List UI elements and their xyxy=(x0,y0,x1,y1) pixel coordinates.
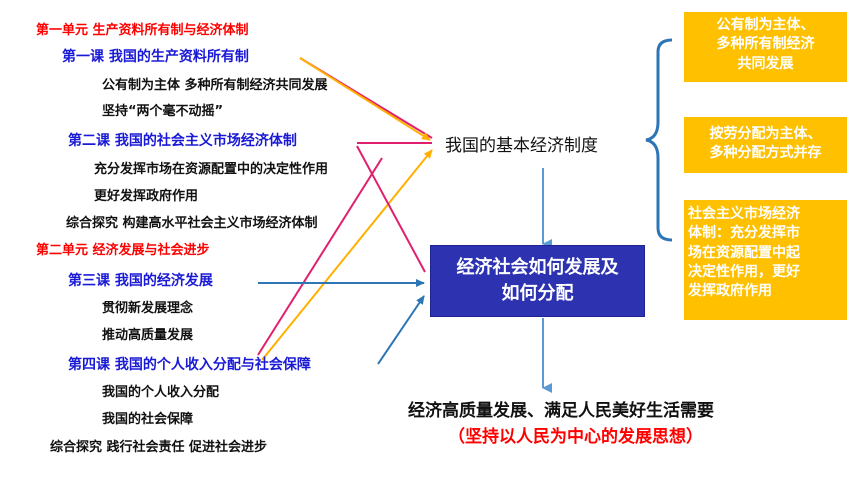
lesson4-heading-part2: 与社会保障 xyxy=(240,357,311,373)
ownership-box-line3: 共同发展 xyxy=(737,55,794,72)
box-line2: 如何分配 xyxy=(501,283,574,304)
market-economy-box: 社会主义市场经济 体制：充分发挥市 场在资源配置中起 决定性作用，更好 发挥政府… xyxy=(684,200,847,320)
right-bracket xyxy=(645,38,673,242)
ownership-box-line2: 多种所有制经济 xyxy=(716,36,815,53)
lesson4-heading: 第四课 我国的个人收入分配与社会保障 xyxy=(68,358,311,372)
development-distribution-box: 经济社会如何发展及 如何分配 xyxy=(430,245,645,317)
ownership-box: 公有制为主体、 多种所有制经济 共同发展 xyxy=(684,12,847,82)
arrow-lesson4-orange xyxy=(261,149,433,361)
unit2-heading: 第二单元 经济发展与社会进步 xyxy=(36,243,210,258)
box-line1: 经济社会如何发展及 xyxy=(456,256,619,278)
lesson1-item1: 公有制为主体 多种所有制经济共同发展 xyxy=(102,78,328,93)
market-box-line5: 发挥政府作用 xyxy=(688,283,772,300)
link-lesson4-pink xyxy=(257,157,383,356)
inquiry1: 综合探究 构建高水平社会主义市场经济体制 xyxy=(66,216,318,231)
distribution-box-line1: 按劳分配为主体、 xyxy=(709,126,822,142)
arrow-lesson4-blue xyxy=(377,295,425,365)
lesson4-item1: 我国的个人收入分配 xyxy=(102,385,220,400)
market-box-line2: 体制：充分发挥市 xyxy=(688,225,800,242)
lesson2-heading: 第二课 我国的社会主义市场经济体制 xyxy=(68,133,297,149)
lesson4-item2: 我国的社会保障 xyxy=(102,412,194,427)
lesson3-heading: 第三课 我国的经济发展 xyxy=(68,273,213,289)
distribution-box-line2: 多种分配方式并存 xyxy=(709,145,822,162)
market-box-line1: 社会主义市场经济 xyxy=(688,206,800,222)
arrow-lesson1-orange xyxy=(299,57,431,141)
result-line1: 经济高质量发展、满足人民美好生活需要 xyxy=(408,401,714,421)
market-box-line4: 决定性作用，更好 xyxy=(688,263,800,280)
lesson1-heading: 第一课 我国的生产资料所有制 xyxy=(62,49,249,65)
lesson4-heading-part1: 第四课 我国的个人收入分配 xyxy=(68,357,241,373)
basic-economic-system-label: 我国的基本经济制度 xyxy=(445,136,598,156)
arrow-lesson2-blue xyxy=(356,145,426,273)
inquiry2: 综合探究 践行社会责任 促进社会进步 xyxy=(50,440,268,455)
lesson1-item2: 坚持“两个毫不动摇” xyxy=(102,104,224,119)
result-line2: （坚持以人民为中心的发展思想） xyxy=(448,427,703,447)
lesson2-item1: 充分发挥市场在资源配置中的决定性作用 xyxy=(94,162,329,177)
lesson2-item2: 更好发挥政府作用 xyxy=(94,189,199,204)
distribution-box: 按劳分配为主体、 多种分配方式并存 xyxy=(684,117,847,173)
lesson3-item1: 贯彻新发展理念 xyxy=(102,301,194,316)
unit1-heading: 第一单元 生产资料所有制与经济体制 xyxy=(36,23,249,38)
ownership-box-line1: 公有制为主体、 xyxy=(716,17,815,33)
lesson3-item2: 推动高质量发展 xyxy=(102,328,194,343)
market-box-line3: 场在资源配置中起 xyxy=(688,244,800,261)
